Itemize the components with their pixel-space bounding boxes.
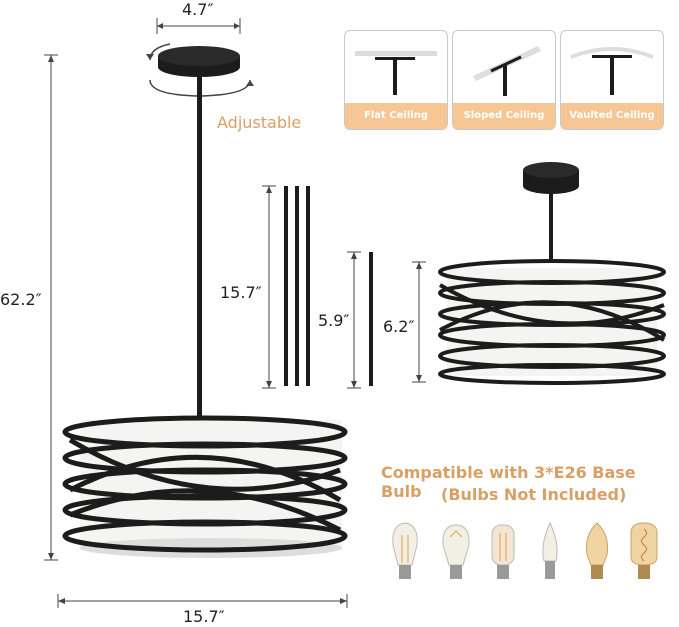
flat-ceiling-label: Flat Ceiling	[345, 103, 447, 129]
rod-short-label: 5.9″	[318, 311, 350, 330]
canopy-width-label: 4.7″	[182, 0, 214, 19]
shade-width-label: 15.7″	[183, 607, 225, 626]
vaulted-ceiling-icon	[571, 47, 653, 95]
vaulted-ceiling-card: Vaulted Ceiling	[560, 30, 664, 130]
sloped-ceiling-label: Sloped Ceiling	[453, 103, 555, 129]
bulb-compat-line2: (Bulbs Not Included)	[441, 485, 627, 504]
bulbs-row	[392, 521, 658, 579]
rod-long-label: 15.7″	[220, 283, 262, 302]
shade-height-label: 6.2″	[383, 317, 415, 336]
vaulted-ceiling-label: Vaulted Ceiling	[561, 103, 663, 129]
total-height-label: 62.2″	[0, 290, 42, 309]
sloped-ceiling-icon	[473, 46, 541, 96]
flat-ceiling-card: Flat Ceiling	[344, 30, 448, 130]
flat-ceiling-icon	[355, 51, 437, 95]
sloped-ceiling-card: Sloped Ceiling	[452, 30, 556, 130]
bulb-compat-line1: Compatible with 3*E26 Base Bulb	[381, 463, 636, 501]
adjustable-label: Adjustable	[217, 113, 302, 132]
